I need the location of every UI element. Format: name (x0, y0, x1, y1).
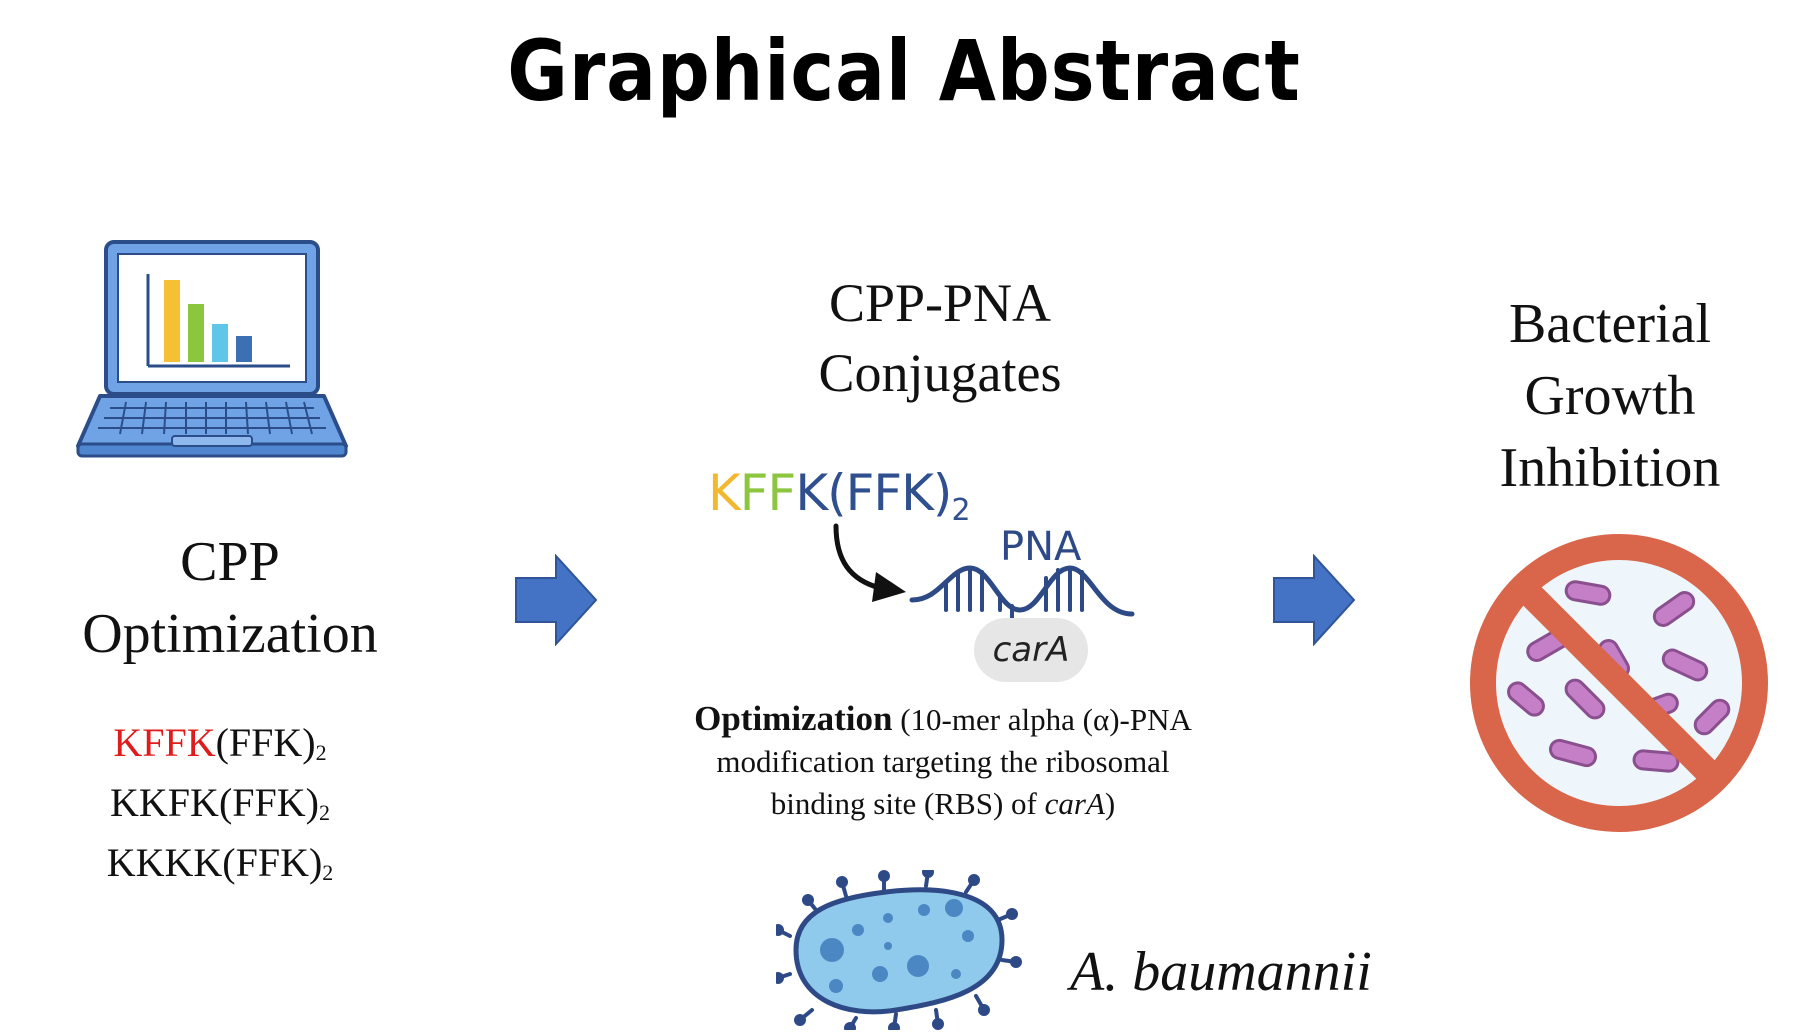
sequence-text: KKKK(FFK) (106, 840, 323, 885)
right-heading-line3: Inhibition (1499, 437, 1721, 499)
left-heading-line1: CPP (180, 531, 280, 593)
center-heading-line2: Conjugates (818, 343, 1062, 403)
peptide-part: FF (739, 464, 797, 522)
sequence-item: KFFK(FFK)2 (40, 718, 400, 778)
page-title: Graphical Abstract (507, 22, 1301, 120)
description-text: modification targeting the ribosomal (716, 744, 1170, 779)
peptide-subscript: 2 (951, 493, 970, 528)
description-text: (10-mer alpha (α)-PNA (892, 702, 1192, 737)
sequence-subscript: 2 (322, 860, 334, 885)
description-bold: Optimization (694, 699, 893, 738)
right-arrow-icon (515, 554, 598, 646)
optimization-description: Optimization (10-mer alpha (α)-PNA modif… (668, 698, 1218, 825)
right-heading-line2: Growth (1524, 365, 1696, 427)
bacterial-growth-inhibition-heading: Bacterial Growth Inhibition (1420, 288, 1800, 504)
right-heading-line1: Bacterial (1508, 293, 1712, 355)
bacterium-icon (776, 870, 1022, 1030)
peptide-sequence-label: KFFK(FFK)2 (708, 464, 971, 528)
cara-target-label: carA (974, 618, 1088, 682)
sequence-subscript: 2 (315, 740, 327, 765)
description-text: binding site (RBS) of (770, 786, 1045, 821)
description-text: ) (1104, 786, 1116, 821)
pna-binding-icon (833, 523, 1135, 622)
center-heading-line1: CPP-PNA (828, 273, 1052, 333)
sequence-item: KKKK(FFK)2 (40, 838, 400, 898)
sequence-subscript: 2 (318, 800, 330, 825)
pna-label: PNA (1000, 524, 1082, 570)
peptide-part: K(FFK) (795, 464, 952, 522)
right-arrow-icon (1273, 554, 1356, 646)
sequence-text: (FFK) (215, 720, 316, 765)
sequence-highlight: KFFK (113, 720, 216, 765)
cpp-optimization-heading: CPP Optimization (30, 526, 430, 670)
cpp-pna-conjugates-heading: CPP-PNA Conjugates (740, 268, 1140, 408)
left-heading-line2: Optimization (82, 603, 378, 665)
no-bacteria-icon (1470, 534, 1768, 832)
sequence-text: KKFK(FFK) (110, 780, 319, 825)
description-italic: carA (1044, 786, 1105, 821)
laptop-bar-chart-icon (76, 240, 348, 458)
cpp-sequence-list: KFFK(FFK)2 KKFK(FFK)2 KKKK(FFK)2 (40, 718, 400, 898)
organism-label: A. baumannii (1070, 941, 1372, 1003)
sequence-item: KKFK(FFK)2 (40, 778, 400, 838)
peptide-part: K (708, 464, 741, 522)
